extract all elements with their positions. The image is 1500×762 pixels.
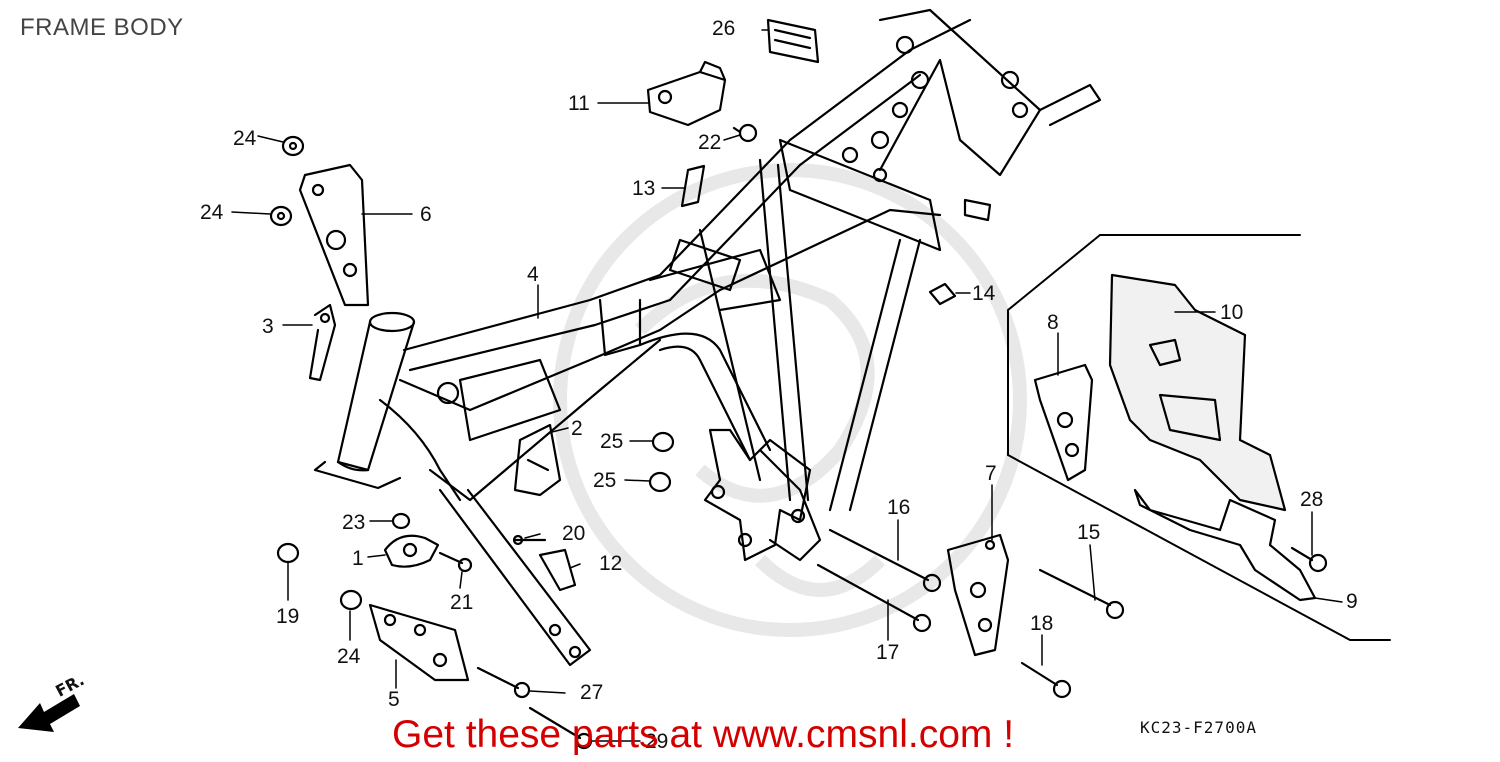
part-code: KC23-F2700A — [1140, 718, 1257, 737]
callout-9: 9 — [1346, 590, 1358, 613]
callout-1: 1 — [352, 547, 364, 570]
callout-16: 16 — [887, 496, 911, 519]
callout-22: 22 — [698, 131, 722, 154]
callout-14: 14 — [972, 282, 996, 305]
part-24-nut-c — [339, 589, 363, 611]
callout-21: 21 — [450, 591, 474, 614]
parts-link-banner[interactable]: Get these parts at www.cmsnl.com ! — [392, 713, 1015, 756]
part-21-bolt — [438, 551, 473, 573]
callout-7: 7 — [985, 462, 997, 485]
part-24-nut-a — [281, 135, 305, 157]
callout-26: 26 — [712, 17, 736, 40]
part-25-nut-b — [648, 471, 672, 493]
callout-29: 29 — [645, 730, 669, 753]
callout-25-a: 25 — [600, 430, 624, 453]
callout-19: 19 — [276, 605, 300, 628]
part-13-label — [680, 164, 706, 208]
callout-25-b: 25 — [593, 469, 617, 492]
page-title: FRAME BODY — [20, 14, 184, 41]
head-pipe — [313, 311, 416, 490]
part-14-label — [928, 282, 957, 306]
callout-28: 28 — [1300, 488, 1324, 511]
direction-arrow-icon — [18, 694, 80, 732]
part-25-nut-a — [651, 431, 675, 453]
callout-24-b: 24 — [200, 201, 224, 224]
callout-20: 20 — [562, 522, 586, 545]
watermark-logo — [553, 163, 1027, 637]
part-5-plate — [368, 603, 470, 682]
part-11-bracket — [646, 60, 727, 127]
part-12-bracket — [538, 548, 577, 592]
part-26-clip — [766, 18, 820, 64]
callout-18: 18 — [1030, 612, 1054, 635]
part-18-bolt — [1020, 661, 1072, 699]
callout-12: 12 — [599, 552, 623, 575]
callout-4: 4 — [527, 263, 539, 286]
callout-13: 13 — [632, 177, 656, 200]
callout-17: 17 — [876, 641, 900, 664]
callout-8: 8 — [1047, 311, 1059, 334]
part-29-bolt — [528, 706, 593, 750]
part-22-bolt — [732, 123, 758, 143]
part-19-nut — [276, 542, 300, 564]
part-7-bracket — [946, 533, 1010, 657]
part-16-bolt — [828, 528, 942, 593]
part-3-hook — [308, 303, 337, 382]
part-1-clamp — [383, 534, 440, 568]
callout-27: 27 — [580, 681, 604, 704]
callout-11: 11 — [568, 92, 590, 115]
part-28-bolt — [1290, 546, 1328, 573]
part-9-bracket — [1133, 488, 1317, 602]
inset-frame — [1007, 234, 1391, 641]
part-20-bolt — [512, 534, 547, 546]
leader-lines — [231, 29, 1343, 742]
part-23-nut — [391, 512, 411, 530]
main-frame — [378, 8, 1102, 667]
part-10-plate — [1108, 273, 1287, 512]
part-8-bracket — [1033, 363, 1094, 482]
part-27-bolt — [476, 666, 531, 699]
callout-3: 3 — [262, 315, 274, 338]
callout-2: 2 — [571, 417, 583, 440]
callout-5: 5 — [388, 688, 400, 711]
callout-10: 10 — [1220, 301, 1244, 324]
callout-15: 15 — [1077, 521, 1101, 544]
part-2-clamp — [513, 423, 562, 497]
callout-23: 23 — [342, 511, 366, 534]
part-24-nut-b — [269, 205, 293, 227]
part-15-bolt — [1038, 568, 1125, 620]
callout-24-a: 24 — [233, 127, 257, 150]
part-6-bracket — [298, 163, 370, 307]
part-17-bolt — [816, 563, 932, 633]
callout-6: 6 — [420, 203, 432, 226]
callout-24-c: 24 — [337, 645, 361, 668]
